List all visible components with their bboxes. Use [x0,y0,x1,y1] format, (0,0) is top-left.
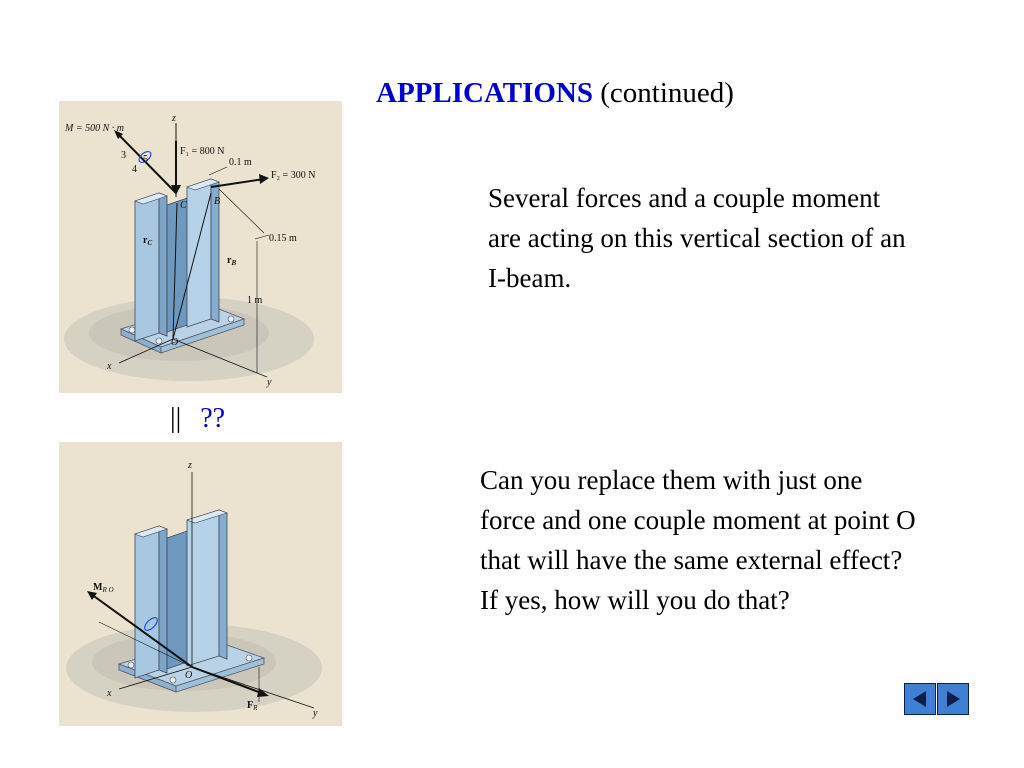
ratio-3: 3 [121,150,126,161]
rc-label: rC [143,235,152,247]
ibeam-resultant-figure: z x y MR O FR O [59,442,342,726]
point-c-label: C [180,200,187,211]
y-axis-label: y [266,377,272,388]
origin-label-2: O [185,670,192,681]
dim-0-15m: 0.15 m [269,233,297,244]
f2-label: F₂ = 300 N [271,170,315,181]
fr-label: FR [247,700,258,712]
moment-label: M = 500 N · m [64,123,124,134]
question-marks: ?? [200,403,226,434]
dim-0-1m: 0.1 m [229,157,252,168]
title-main: APPLICATIONS [376,77,593,109]
next-slide-button[interactable] [937,683,969,715]
ibeam-forces-figure: z F₁ = 800 N M = 500 N · m 3 5 4 F₂ = 30… [59,101,342,393]
equivalence-symbol: || [170,403,182,434]
y-axis-label-2: y [312,708,318,719]
question-paragraph: Can you replace them with just one force… [480,465,916,615]
ibeam-forces-drawing: z F₁ = 800 N M = 500 N · m 3 5 4 F₂ = 30… [64,113,315,388]
origin-label: O [171,337,178,348]
equivalence-question: || ?? [170,403,225,435]
triangle-right-icon [947,691,960,707]
x-axis-label: x [106,361,112,372]
previous-slide-button[interactable] [904,683,936,715]
rb-label: rB [227,255,236,267]
dim-1m: 1 m [247,295,263,306]
description-paragraph: Several forces and a couple moment are a… [488,183,906,293]
z-axis-label-2: z [187,460,192,471]
point-b-label: B [214,196,220,207]
slide-navigation [904,683,969,715]
ibeam-resultant-drawing: z x y MR O FR O [66,460,322,719]
slide-title: APPLICATIONS (continued) [376,76,734,111]
ratio-4: 4 [132,164,137,175]
ratio-5: 5 [143,154,148,165]
title-suffix: (continued) [600,77,734,109]
x-axis-label-2: x [106,688,112,699]
triangle-left-icon [913,691,926,707]
z-axis-label: z [171,113,176,124]
mro-label: MR O [93,582,114,594]
f1-label: F₁ = 800 N [180,146,224,157]
